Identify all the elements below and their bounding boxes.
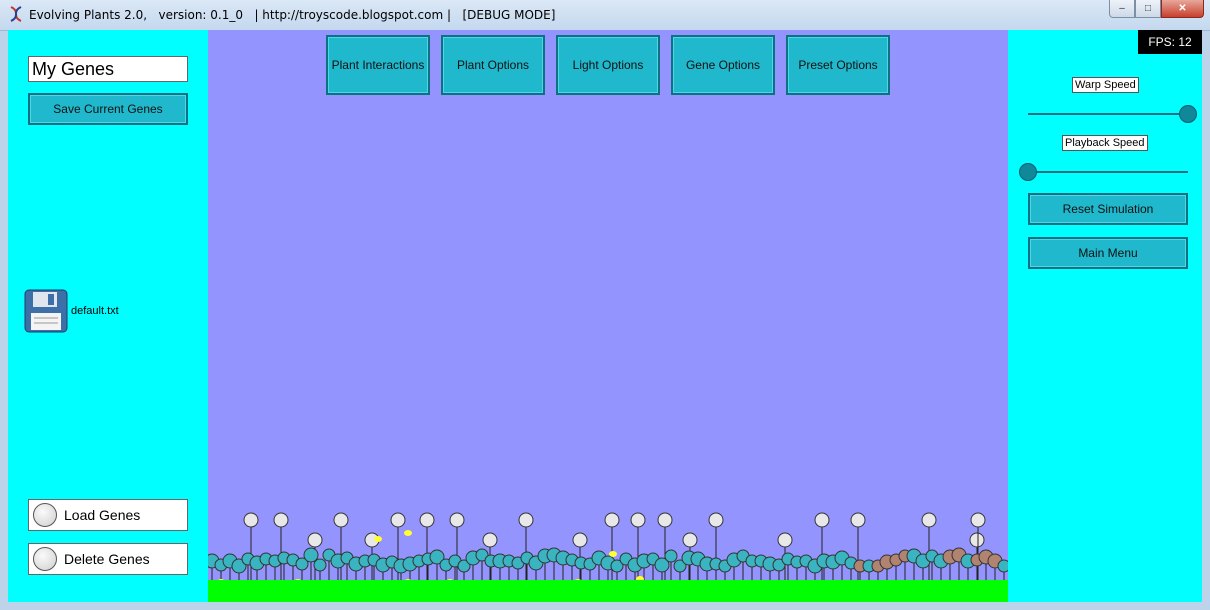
plant-field bbox=[208, 512, 1008, 589]
light-options-button[interactable]: Light Options bbox=[556, 35, 660, 95]
close-button[interactable]: ✕ bbox=[1161, 0, 1204, 18]
playback-speed-knob[interactable] bbox=[1019, 163, 1037, 181]
save-genes-button[interactable]: Save Current Genes bbox=[28, 93, 188, 125]
gene-file-item[interactable]: default.txt bbox=[24, 289, 119, 333]
window-titlebar: Evolving Plants 2.0, version: 0.1_0 | ht… bbox=[0, 0, 1210, 31]
right-panel: FPS: 12 Warp Speed Playback Speed Reset … bbox=[1008, 30, 1202, 602]
main-menu-button[interactable]: Main Menu bbox=[1028, 237, 1188, 269]
load-genes-button[interactable]: Load Genes bbox=[28, 499, 188, 531]
warp-speed-track[interactable] bbox=[1028, 113, 1188, 115]
delete-genes-label: Delete Genes bbox=[64, 551, 150, 567]
plant-interactions-button[interactable]: Plant Interactions bbox=[326, 35, 430, 95]
gene-options-button[interactable]: Gene Options bbox=[671, 35, 775, 95]
file-name: default.txt bbox=[71, 305, 119, 317]
window-controls: – □ ✕ bbox=[1109, 0, 1204, 18]
fps-counter: FPS: 12 bbox=[1138, 30, 1202, 54]
plant-options-button[interactable]: Plant Options bbox=[441, 35, 545, 95]
floppy-disk-icon bbox=[24, 289, 68, 333]
playback-speed-track[interactable] bbox=[1028, 171, 1188, 173]
minimize-button[interactable]: – bbox=[1109, 0, 1135, 18]
ground bbox=[208, 580, 1008, 602]
left-panel: My Genes Save Current Genes default.txt … bbox=[8, 30, 208, 602]
genes-name-input[interactable]: My Genes bbox=[28, 56, 188, 82]
playback-speed-label: Playback Speed bbox=[1062, 135, 1148, 151]
app-dna-icon bbox=[10, 6, 22, 22]
maximize-button[interactable]: □ bbox=[1135, 0, 1161, 18]
preset-options-button[interactable]: Preset Options bbox=[786, 35, 890, 95]
warp-speed-label: Warp Speed bbox=[1072, 77, 1139, 93]
warp-speed-knob[interactable] bbox=[1179, 105, 1197, 123]
delete-genes-button[interactable]: Delete Genes bbox=[28, 543, 188, 575]
load-radio-icon bbox=[33, 503, 57, 527]
window-title: Evolving Plants 2.0, version: 0.1_0 | ht… bbox=[29, 8, 556, 22]
delete-radio-icon bbox=[33, 547, 57, 571]
reset-simulation-button[interactable]: Reset Simulation bbox=[1028, 193, 1188, 225]
simulation-canvas[interactable]: Plant Interactions Plant Options Light O… bbox=[208, 30, 1008, 602]
load-genes-label: Load Genes bbox=[64, 507, 141, 523]
